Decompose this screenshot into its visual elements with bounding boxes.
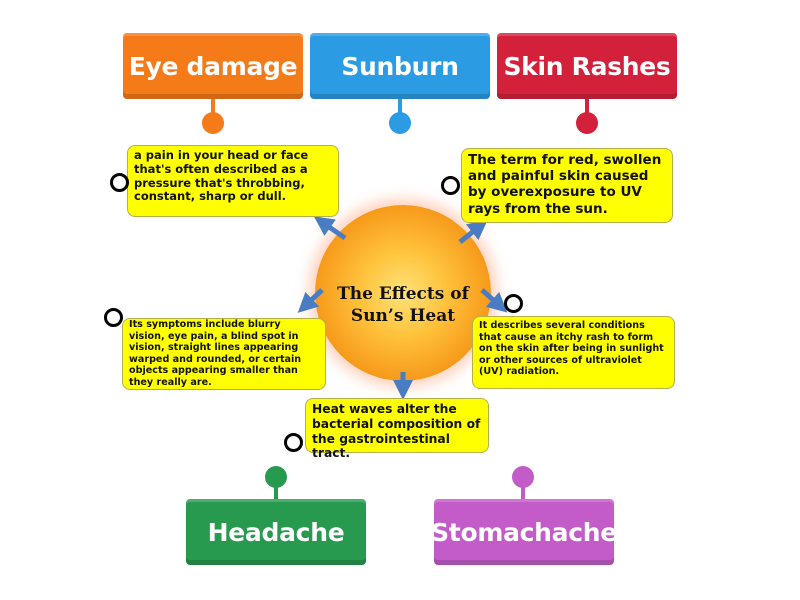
sun-image bbox=[315, 205, 491, 381]
pin-stem bbox=[585, 99, 589, 117]
drop-target-1[interactable] bbox=[110, 173, 129, 192]
pin-stem bbox=[274, 484, 278, 502]
arrow-bottom-left bbox=[297, 288, 324, 313]
pin-stem bbox=[521, 484, 525, 502]
label-stomachache[interactable]: Stomachache bbox=[431, 499, 617, 565]
description-stomachache: Heat waves alter the bacterial compositi… bbox=[305, 398, 489, 460]
drop-target-3[interactable] bbox=[104, 308, 123, 327]
drop-target-5[interactable] bbox=[284, 433, 303, 452]
pin-dot[interactable] bbox=[512, 466, 534, 488]
pin-stem bbox=[211, 99, 215, 117]
arrow-top-left bbox=[313, 216, 347, 241]
label-sunburn[interactable]: Sunburn bbox=[310, 33, 490, 99]
pin-dot[interactable] bbox=[576, 112, 598, 134]
label-skin-rashes[interactable]: Skin Rashes bbox=[497, 33, 677, 99]
pin-stem bbox=[398, 99, 402, 117]
pin-dot[interactable] bbox=[265, 466, 287, 488]
description-sunburn: The term for red, swollen and painful sk… bbox=[461, 148, 673, 223]
description-headache: a pain in your head or face that's often… bbox=[127, 145, 339, 217]
diagram-title: The Effects of Sun’s Heat bbox=[337, 284, 469, 327]
pin-dot[interactable] bbox=[202, 112, 224, 134]
arrow-bottom-right bbox=[480, 288, 508, 313]
label-eye-damage[interactable]: Eye damage bbox=[123, 33, 303, 99]
description-eye-damage: Its symptoms include blurry vision, eye … bbox=[122, 318, 326, 390]
description-skin-rashes: It describes several conditions that cau… bbox=[472, 316, 675, 389]
pin-dot[interactable] bbox=[389, 112, 411, 134]
arrow-top-right bbox=[458, 219, 488, 244]
drop-target-4[interactable] bbox=[504, 294, 523, 313]
label-headache[interactable]: Headache bbox=[186, 499, 366, 565]
drop-target-2[interactable] bbox=[441, 176, 460, 195]
